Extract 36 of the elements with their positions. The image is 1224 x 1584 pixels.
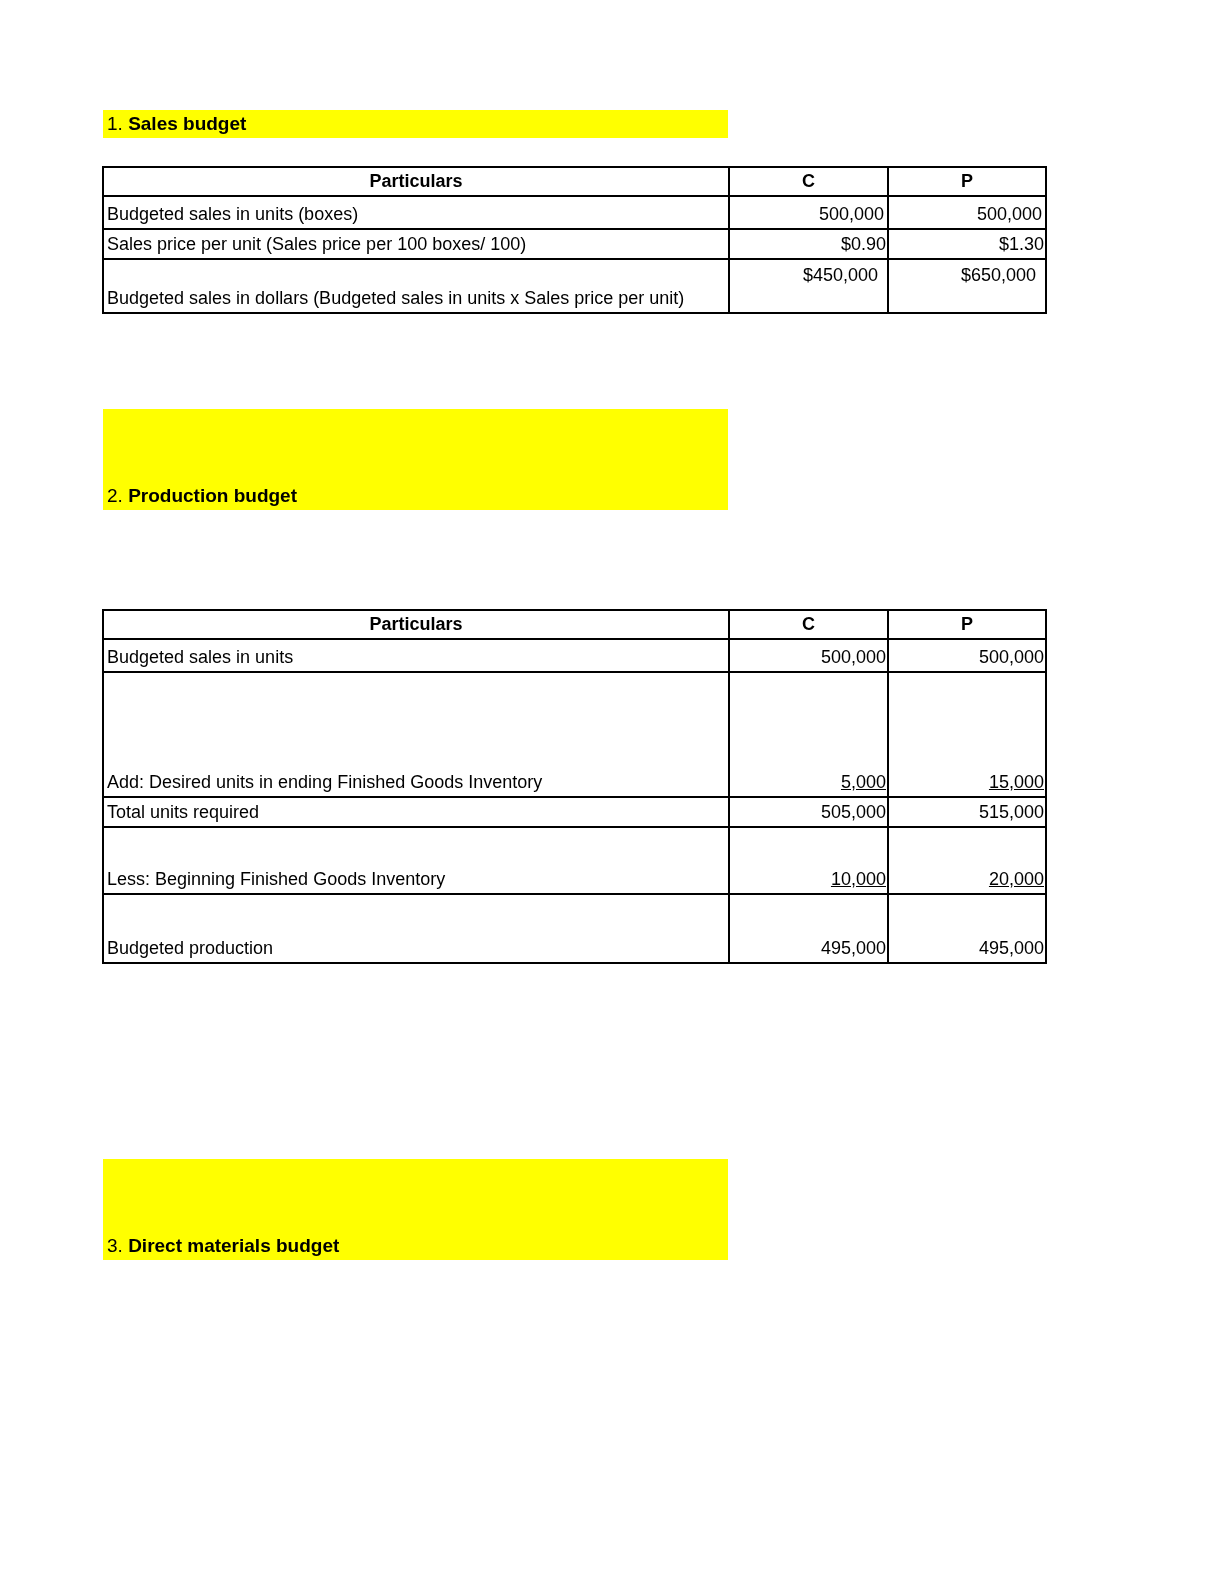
column-header: Particulars bbox=[369, 613, 463, 636]
section-heading: 1. Sales budget bbox=[107, 113, 247, 135]
numeric-value: $1.30 bbox=[998, 233, 1044, 256]
numeric-value: 500,000 bbox=[818, 203, 884, 226]
numeric-value: $0.90 bbox=[840, 233, 886, 256]
row-label: Budgeted sales in dollars (Budgeted sales in units x Sales price per unit) bbox=[107, 287, 685, 310]
numeric-value: 500,000 bbox=[978, 646, 1044, 669]
numeric-value: 515,000 bbox=[978, 801, 1044, 824]
section-heading: 3. Direct materials budget bbox=[107, 1235, 340, 1257]
column-header: C bbox=[802, 170, 815, 193]
column-header: P bbox=[961, 613, 973, 636]
row-label: Add: Desired units in ending Finished Goods Inventory bbox=[107, 771, 543, 794]
section-heading: 2. Production budget bbox=[107, 485, 297, 507]
row-label: Total units required bbox=[107, 801, 260, 824]
numeric-value: 10,000 bbox=[830, 868, 886, 891]
row-label: Less: Beginning Finished Goods Inventory bbox=[107, 868, 446, 891]
numeric-value: 500,000 bbox=[976, 203, 1042, 226]
numeric-value: 500,000 bbox=[820, 646, 886, 669]
column-header: P bbox=[961, 170, 973, 193]
numeric-value: 495,000 bbox=[978, 937, 1044, 960]
numeric-value: 505,000 bbox=[820, 801, 886, 824]
section-heading-band bbox=[103, 1159, 728, 1260]
numeric-value: $450,000 bbox=[802, 264, 878, 287]
numeric-value: $650,000 bbox=[960, 264, 1036, 287]
row-label: Budgeted sales in units (boxes) bbox=[107, 203, 359, 226]
section-heading-band bbox=[103, 110, 728, 138]
numeric-value: 495,000 bbox=[820, 937, 886, 960]
numeric-value: 15,000 bbox=[988, 771, 1044, 794]
numeric-value: 5,000 bbox=[840, 771, 886, 794]
row-label: Budgeted sales in units bbox=[107, 646, 294, 669]
column-header: C bbox=[802, 613, 815, 636]
row-label: Budgeted production bbox=[107, 937, 274, 960]
numeric-value: 20,000 bbox=[988, 868, 1044, 891]
row-label: Sales price per unit (Sales price per 100 boxes/ 100) bbox=[107, 233, 527, 256]
column-header: Particulars bbox=[369, 170, 463, 193]
section-heading-band bbox=[103, 409, 728, 510]
